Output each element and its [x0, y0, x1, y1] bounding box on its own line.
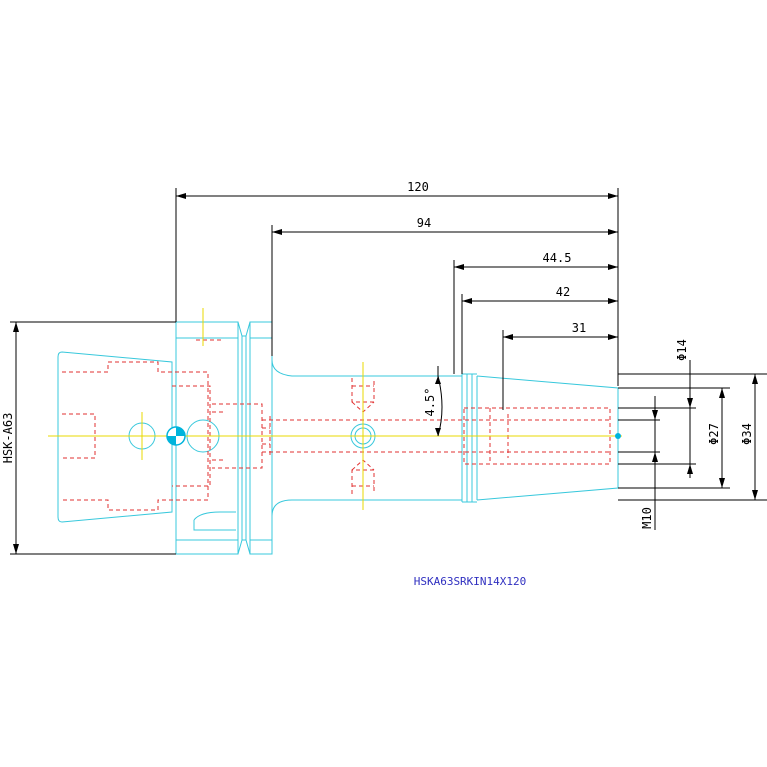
dimension-lines	[10, 188, 767, 555]
dim-dia-14: Φ14	[675, 339, 689, 361]
dimension-arrows	[13, 193, 758, 554]
hidden-lines	[62, 339, 611, 511]
dim-42: 42	[556, 285, 570, 299]
nose-point-marker	[615, 433, 621, 439]
dim-120: 120	[407, 180, 429, 194]
centerlines	[48, 308, 622, 510]
dim-94: 94	[417, 216, 431, 230]
dim-31: 31	[572, 321, 586, 335]
dim-taper-angle: 4.5°	[423, 388, 437, 417]
dim-dia-34: Φ34	[740, 423, 754, 445]
dim-44-5: 44.5	[543, 251, 572, 265]
dim-dia-27: Φ27	[707, 423, 721, 445]
dim-thread-m10: M10	[640, 507, 654, 529]
part-number: HSKA63SRKIN14X120	[414, 575, 527, 588]
reference-marker	[166, 426, 186, 446]
dim-hsk: HSK-A63	[1, 413, 15, 464]
